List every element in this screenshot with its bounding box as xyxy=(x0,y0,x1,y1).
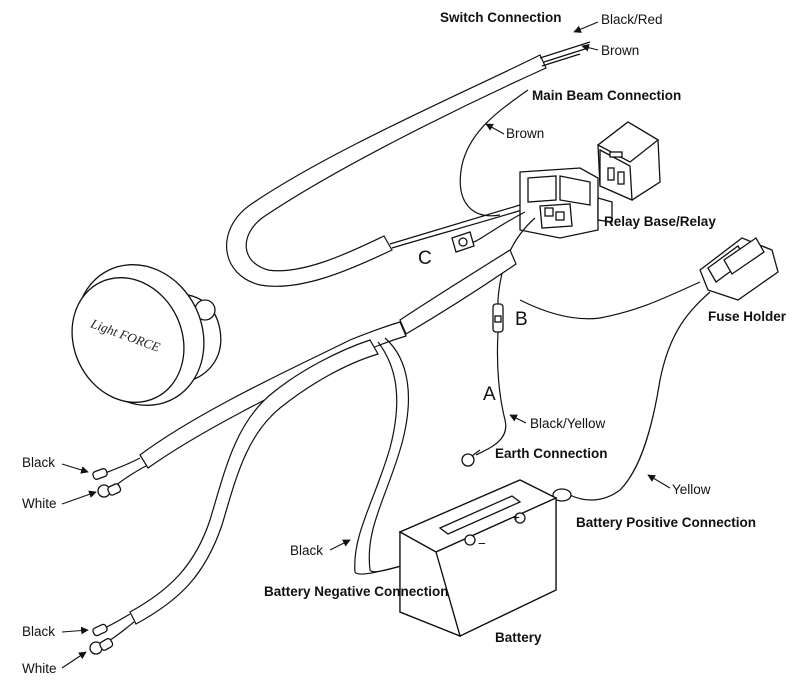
connector-c xyxy=(451,231,475,253)
label-fuse-holder: Fuse Holder xyxy=(708,309,787,324)
relay-wire-c xyxy=(469,211,526,243)
label-brown-mid: Brown xyxy=(506,126,544,141)
battery-positive-ring xyxy=(552,488,572,502)
label-black-mid: Black xyxy=(290,543,323,558)
label-white-lower-left: White xyxy=(22,661,57,676)
label-main-beam-connection: Main Beam Connection xyxy=(532,88,681,103)
label-black-upper-left: Black xyxy=(22,455,55,470)
label-battery: Battery xyxy=(495,630,542,645)
earth-ring-terminal xyxy=(461,449,481,467)
label-earth-connection: Earth Connection xyxy=(495,446,608,461)
driving-lamp: Light FORCE xyxy=(71,264,222,406)
connector-lower-white xyxy=(89,637,114,655)
relay xyxy=(596,121,661,202)
connector-lower-black xyxy=(92,623,108,637)
connector-upper-white xyxy=(97,483,122,498)
label-battery-negative-connection: Battery Negative Connection xyxy=(264,584,449,599)
label-b: B xyxy=(515,309,528,330)
label-black-yellow: Black/Yellow xyxy=(530,416,606,431)
label-a: A xyxy=(483,384,496,405)
label-battery-positive-connection: Battery Positive Connection xyxy=(576,515,756,530)
label-relay-base-relay: Relay Base/Relay xyxy=(604,214,716,229)
fuse-holder xyxy=(519,237,779,501)
label-white-upper-left: White xyxy=(22,496,57,511)
earth-wire xyxy=(475,331,507,456)
relay-base xyxy=(519,167,613,239)
main-beam-wire xyxy=(459,89,529,217)
label-switch-connection: Switch Connection xyxy=(440,10,562,25)
connector-b xyxy=(492,303,504,333)
label-arrows xyxy=(61,21,671,669)
label-brown-top: Brown xyxy=(601,43,639,58)
battery: + − xyxy=(398,479,558,638)
label-black-lower-left: Black xyxy=(22,624,55,639)
label-yellow: Yellow xyxy=(672,482,711,497)
connector-upper-black xyxy=(92,468,108,480)
label-black-red: Black/Red xyxy=(601,12,663,27)
upper-harness-loom xyxy=(226,41,591,287)
battery-plus-mark: + xyxy=(512,510,520,525)
battery-minus-mark: − xyxy=(478,536,486,551)
label-c: C xyxy=(418,248,432,269)
battery-negative-wire-2 xyxy=(354,341,419,575)
